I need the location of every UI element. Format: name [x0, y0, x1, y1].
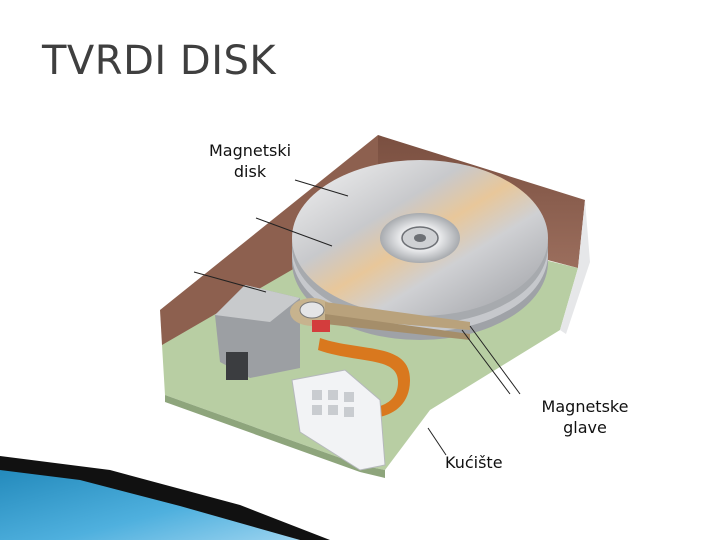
connector-block [291, 369, 386, 471]
actuator-magnet [215, 285, 300, 380]
magnetic-platters [292, 160, 548, 340]
magnetic-disk-label: Magnetski disk [208, 141, 292, 181]
magnetic-heads-label: Magnetske glave [541, 397, 629, 437]
actuator-arm [290, 298, 470, 340]
flex-cable [318, 338, 410, 418]
casing-label: Kućište [445, 453, 503, 472]
pointer-lines [193, 179, 521, 456]
slide-title: TVRDI DISK [42, 38, 277, 84]
